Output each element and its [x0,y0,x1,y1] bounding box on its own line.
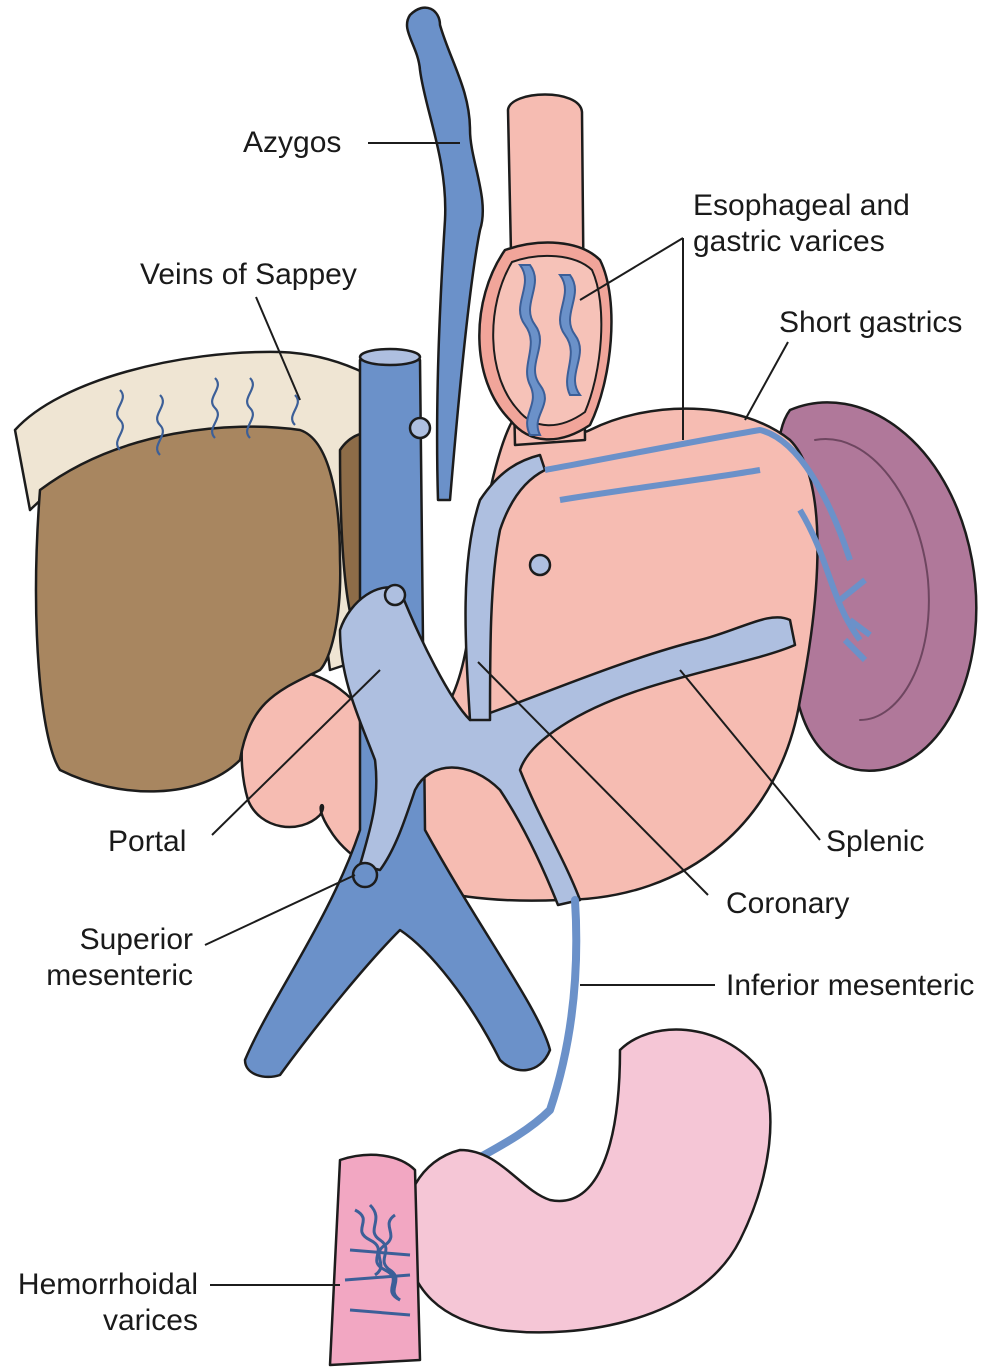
label-superior-mesenteric: Superior mesenteric [28,922,193,994]
label-portal: Portal [108,825,187,858]
label-splenic: Splenic [826,825,925,858]
label-hemorrhoidal-line-1: Hemorrhoidal [17,1268,198,1301]
label-inferior-mesenteric: Inferior mesenteric [726,969,975,1002]
label-coronary: Coronary [726,887,850,920]
azygos-vein [405,6,485,502]
label-short-gastrics: Short gastrics [779,306,963,339]
label-azygos: Azygos [243,126,342,159]
colon [403,1028,772,1334]
label-esophageal-line-1: Esophageal and [693,189,910,222]
label-esophageal-and-gastric-varices: Esophageal and gastric varices [693,188,910,260]
coronary-vein [464,453,547,722]
label-esophageal-line-2: gastric varices [693,225,885,258]
label-hemorrhoidal-line-2: varices [102,1304,198,1337]
label-superior-mesenteric-line-1: Superior [79,923,193,956]
label-veins-of-sappey: Veins of Sappey [140,258,357,291]
label-hemorrhoidal-varices: Hemorrhoidal varices [0,1267,198,1339]
spleen-inner [814,438,930,721]
label-superior-mesenteric-line-2: mesenteric [46,959,193,992]
liver [34,425,342,793]
rectum [328,1153,422,1367]
